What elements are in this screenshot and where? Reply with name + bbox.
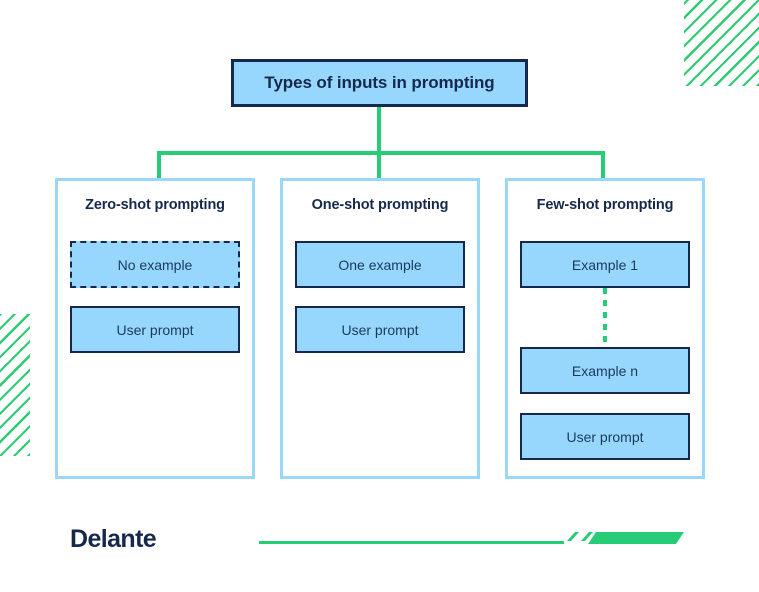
connector-drop-center [377,151,381,179]
panel-one-shot: One-shot prompting One example User prom… [280,178,480,479]
panel-zero-shot: Zero-shot prompting No example User prom… [55,178,255,479]
node-label: One example [338,256,422,273]
node-label: No example [117,256,193,273]
node-label: Example 1 [571,256,639,273]
panel-few-shot: Few-shot prompting Example 1 Example n U… [505,178,705,479]
connector-drop-left [157,151,161,179]
panel-heading-few-shot: Few-shot prompting [536,197,674,213]
node-one-example: One example [295,241,465,288]
node-no-example: No example [70,241,240,288]
brand-logo: Delante [70,525,157,553]
node-example-1: Example 1 [520,241,690,288]
node-user-prompt-one-shot: User prompt [295,306,465,353]
connector-drop-right [601,151,605,179]
footer-accent-rule-icon [259,532,684,544]
panel-heading-one-shot: One-shot prompting [311,197,449,213]
diagram-title-node: Types of inputs in prompting [231,59,528,107]
node-user-prompt-zero-shot: User prompt [70,306,240,353]
node-label: User prompt [116,321,194,338]
node-user-prompt-few-shot: User prompt [520,413,690,460]
node-label: User prompt [566,428,644,445]
node-label: User prompt [341,321,419,338]
connector-root-stem [377,107,381,155]
hatch-pattern-top-right-icon [684,0,759,86]
diagram-title-label: Types of inputs in prompting [264,73,495,92]
node-example-n: Example n [520,347,690,394]
panel-heading-zero-shot: Zero-shot prompting [85,197,225,213]
hatch-pattern-left-icon [0,314,30,456]
connector-horizontal-bar [157,151,605,155]
node-label: Example n [571,362,639,379]
connector-dashed-ellipsis [603,288,607,347]
